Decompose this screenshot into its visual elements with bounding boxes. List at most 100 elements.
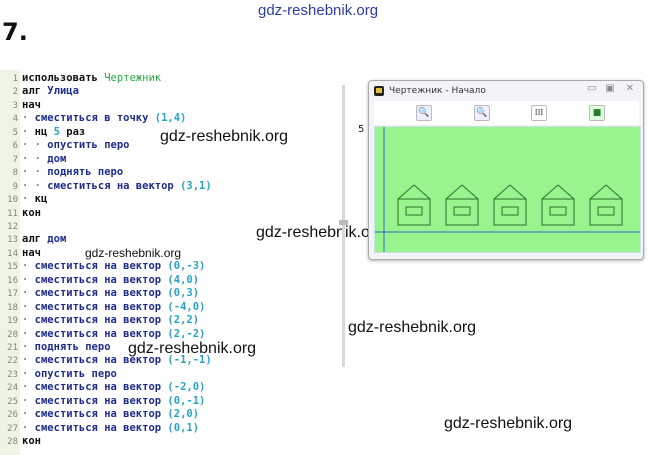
line-number: 1 — [12, 74, 18, 84]
code-token: раз — [59, 125, 86, 138]
fit-icon[interactable]: ■ — [589, 105, 605, 121]
line-number: 24 — [7, 383, 18, 394]
drawing-canvas[interactable] — [374, 126, 641, 253]
zoom-in-icon[interactable]: 🔍 — [416, 105, 432, 121]
drawing — [375, 127, 640, 252]
line-number: 6 — [12, 141, 18, 152]
code-token: сместиться на вектор — [34, 421, 168, 434]
code-line[interactable]: 11 кон — [0, 207, 41, 220]
code-token: · — [22, 273, 35, 286]
code-token: поднять перо — [47, 166, 124, 179]
code-token: сместиться на вектор — [34, 394, 168, 407]
code-line[interactable]: 9· · сместиться на вектор (3,1) — [0, 180, 212, 193]
code-line[interactable]: 8· · поднять перо — [0, 166, 124, 179]
line-number: 13 — [7, 235, 18, 246]
code-line[interactable]: 22· сместиться на вектор (-1,-1) — [0, 354, 212, 367]
code-token: нц — [34, 125, 54, 138]
code-token: · — [22, 112, 35, 125]
code-token: (-1,-1) — [167, 354, 212, 367]
code-token: алг — [22, 85, 48, 98]
code-token: 5 — [53, 125, 60, 138]
line-number: 17 — [7, 289, 18, 300]
title-bar: Чертежник - Начало ▭ ▣ ✕ — [369, 81, 643, 101]
code-token: (1,4) — [154, 112, 187, 125]
window-title: Чертежник - Начало — [389, 86, 486, 96]
minimize-icon[interactable]: ▭ — [587, 83, 597, 94]
code-token: использовать — [22, 72, 105, 84]
line-number: 4 — [12, 114, 18, 125]
code-token: · — [22, 193, 35, 206]
code-line[interactable]: 20· сместиться на вектор (2,-2) — [0, 328, 205, 341]
line-number: 20 — [7, 329, 18, 340]
code-line[interactable]: 15· сместиться на вектор (0,-3) — [0, 260, 205, 273]
line-number: 5 — [12, 127, 18, 138]
watermark: gdz-reshebnik.org — [128, 340, 257, 357]
code-token: · · — [22, 179, 48, 192]
code-token: · · — [22, 152, 48, 165]
line-number: 10 — [7, 195, 18, 206]
house-window — [597, 206, 615, 216]
drawer-window: Чертежник - Начало ▭ ▣ ✕ 🔍 🔍 ⁞⁞⁞ ■ — [368, 80, 644, 260]
code-token: · — [22, 408, 35, 421]
code-line[interactable]: 25· сместиться на вектор (0,-1) — [0, 395, 205, 408]
code-token: кон — [22, 206, 41, 219]
code-line[interactable]: 3 нач — [0, 99, 41, 112]
code-token: нач — [22, 98, 41, 111]
house — [493, 184, 527, 226]
line-number: 26 — [7, 410, 18, 421]
code-line[interactable]: 6· · опустить перо — [0, 139, 130, 152]
code-token: дом — [47, 233, 67, 246]
code-line[interactable]: 4· сместиться в точку (1,4) — [0, 112, 187, 125]
code-line[interactable]: 21· поднять перо — [0, 341, 110, 354]
code-token: Улица — [47, 85, 79, 98]
code-token: · — [22, 125, 35, 138]
code-line[interactable]: 27· сместиться на вектор (0,1) — [0, 422, 199, 435]
code-token: · — [22, 327, 35, 340]
exercise-number: 7. — [2, 18, 28, 46]
code-line[interactable]: 10 · кц — [0, 193, 47, 206]
code-line[interactable]: 7· · дом — [0, 152, 67, 166]
code-token: сместиться на вектор — [34, 273, 168, 286]
code-line[interactable]: 5 · нц 5 раз — [0, 125, 86, 139]
zoom-out-icon[interactable]: 🔍 — [474, 105, 490, 121]
code-token: сместиться на вектор — [34, 381, 168, 394]
line-number: 12 — [7, 221, 18, 232]
line-number: 3 — [12, 100, 18, 111]
watermark: gdz-reshebnik.org — [256, 224, 385, 241]
code-token: сместиться на вектор — [34, 300, 168, 313]
code-line[interactable]: 19· сместиться на вектор (2,2) — [0, 314, 199, 327]
code-line[interactable]: 12 — [0, 220, 22, 233]
code-token: алг — [22, 233, 48, 246]
code-token: (2,2) — [167, 314, 200, 327]
code-token: · — [22, 354, 35, 367]
grid-icon[interactable]: ⁞⁞⁞ — [531, 105, 547, 121]
code-line[interactable]: 18· сместиться на вектор (-4,0) — [0, 301, 205, 314]
code-token: (0,1) — [167, 421, 200, 434]
watermark: gdz-reshebnik.org — [444, 415, 573, 432]
close-icon[interactable]: ✕ — [625, 83, 635, 94]
code-line[interactable]: 16· сместиться на вектор (4,0) — [0, 274, 199, 287]
line-number: 18 — [7, 302, 18, 313]
code-line[interactable]: 17· сместиться на вектор (0,3) — [0, 287, 199, 300]
watermark: gdz-reshebnik.org — [85, 246, 182, 260]
code-token: нач — [22, 246, 41, 259]
maximize-icon[interactable]: ▣ — [605, 83, 615, 94]
code-token: опустить перо — [34, 367, 117, 380]
house — [445, 184, 479, 226]
code-token: сместиться на вектор — [34, 327, 168, 340]
code-line[interactable]: 23· опустить перо — [0, 368, 117, 381]
code-token: кц — [34, 193, 48, 206]
house-window — [501, 206, 519, 216]
code-line[interactable]: 13 алг дом — [0, 233, 66, 246]
line-number: 11 — [7, 208, 18, 219]
editor-scrollbar[interactable] — [342, 85, 345, 367]
code-line[interactable]: 26· сместиться на вектор (2,0) — [0, 408, 199, 421]
editor-scroll-thumb[interactable] — [339, 220, 348, 225]
line-number: 9 — [12, 181, 18, 192]
code-line[interactable]: 24· сместиться на вектор (-2,0) — [0, 381, 205, 394]
